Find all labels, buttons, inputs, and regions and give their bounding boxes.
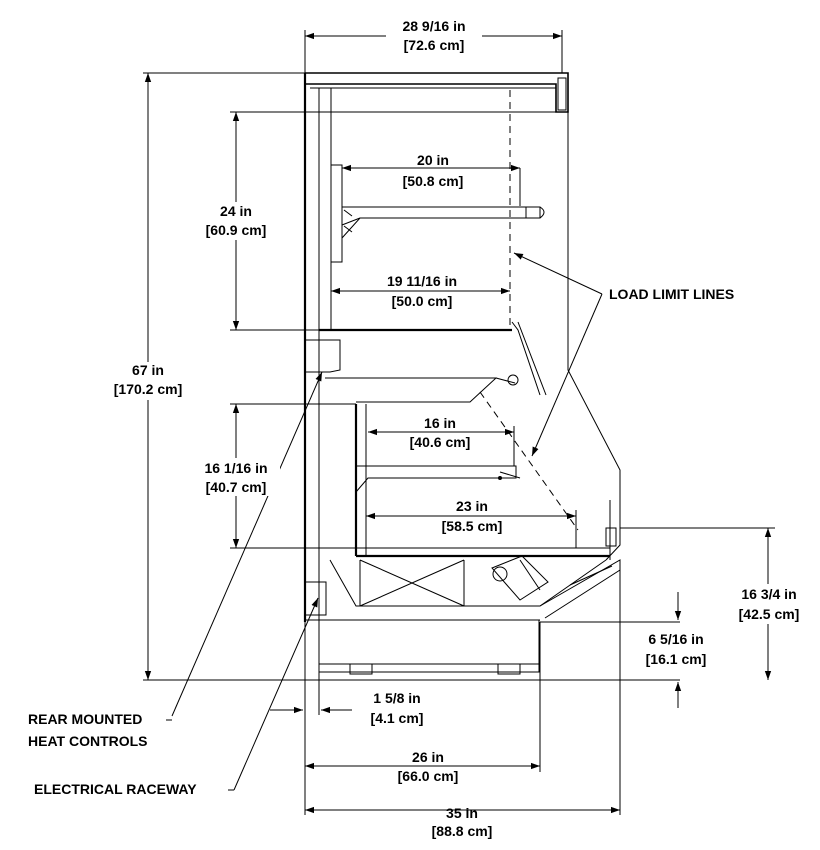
overall-depth-metric: [88.8 cm] (432, 823, 493, 839)
top-width-imperial: 28 9/16 in (402, 18, 465, 34)
upper-load-depth-imperial: 19 11/16 in (387, 273, 457, 289)
deck-depth-metric: [58.5 cm] (442, 518, 503, 534)
load-limit-lines-label: LOAD LIMIT LINES (609, 286, 734, 302)
rear-offset-imperial: 1 5/8 in (373, 690, 420, 706)
lower-clearance-imperial: 16 1/16 in (204, 460, 267, 476)
top-width-metric: [72.6 cm] (404, 37, 465, 53)
lower-shelf-depth-metric: [40.6 cm] (410, 434, 471, 450)
callout-labels: LOAD LIMIT LINES REAR MOUNTED HEAT CONTR… (28, 286, 734, 797)
overall-height-imperial: 67 in (132, 362, 164, 378)
upper-shelf-depth-metric: [50.8 cm] (403, 173, 464, 189)
case-outline (303, 72, 621, 675)
dimension-lines (143, 30, 775, 815)
base-depth-imperial: 26 in (412, 749, 444, 765)
overall-depth-imperial: 35 in (446, 805, 478, 821)
base-height-metric: [16.1 cm] (646, 651, 707, 667)
upper-clearance-imperial: 24 in (220, 203, 252, 219)
dimension-labels: 28 9/16 in [72.6 cm] 67 in [170.2 cm] 24… (104, 14, 810, 839)
front-height-metric: [42.5 cm] (739, 606, 800, 622)
rear-mounted-label-line1: REAR MOUNTED (28, 711, 142, 727)
base-depth-metric: [66.0 cm] (398, 768, 459, 784)
deck-depth-imperial: 23 in (456, 498, 488, 514)
overall-height-metric: [170.2 cm] (114, 381, 182, 397)
lower-shelf-depth-imperial: 16 in (424, 415, 456, 431)
electrical-raceway-label: ELECTRICAL RACEWAY (34, 781, 197, 797)
callout-leaders (171, 252, 603, 791)
base-height-imperial: 6 5/16 in (648, 631, 703, 647)
upper-load-depth-metric: [50.0 cm] (392, 293, 453, 309)
upper-clearance-metric: [60.9 cm] (206, 222, 267, 238)
rear-mounted-label-line2: HEAT CONTROLS (28, 733, 148, 749)
lower-clearance-metric: [40.7 cm] (206, 479, 267, 495)
rear-offset-metric: [4.1 cm] (371, 710, 424, 726)
upper-shelf-depth-imperial: 20 in (417, 152, 449, 168)
front-height-imperial: 16 3/4 in (741, 586, 796, 602)
